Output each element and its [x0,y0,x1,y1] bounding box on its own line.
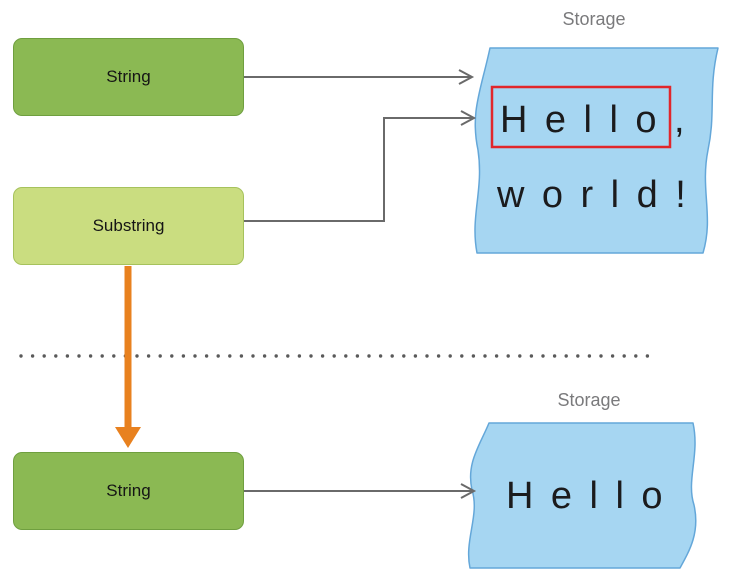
substring-box: Substring [13,187,244,265]
arrowhead-icon [460,483,477,499]
substring-box-label: Substring [92,216,165,235]
string-box-bottom: String [13,452,244,530]
hello-highlight-box [490,85,672,149]
storage-top-text-line1: Hello, [500,99,703,141]
string-box-top-label: String [106,67,151,86]
arrow-substring-to-new-string [115,266,141,448]
arrow-substring-to-storage [244,110,477,222]
string-box-bottom-label: String [106,481,151,500]
storage-shape-bottom [467,422,697,569]
storage-label-top: Storage [562,9,626,29]
storage-bottom-text-line1: Hello [506,475,680,517]
arrow-string-bottom-to-storage [244,483,477,499]
arrowhead-icon [458,69,475,85]
arrow-string-top-to-storage [244,69,475,85]
arrowhead-icon [460,110,477,126]
storage-shape-top [474,47,719,254]
string-box-top: String [13,38,244,116]
arrowhead-icon [115,427,141,448]
storage-top-text-line2: world! [497,174,704,216]
storage-label-bottom: Storage [557,390,621,410]
